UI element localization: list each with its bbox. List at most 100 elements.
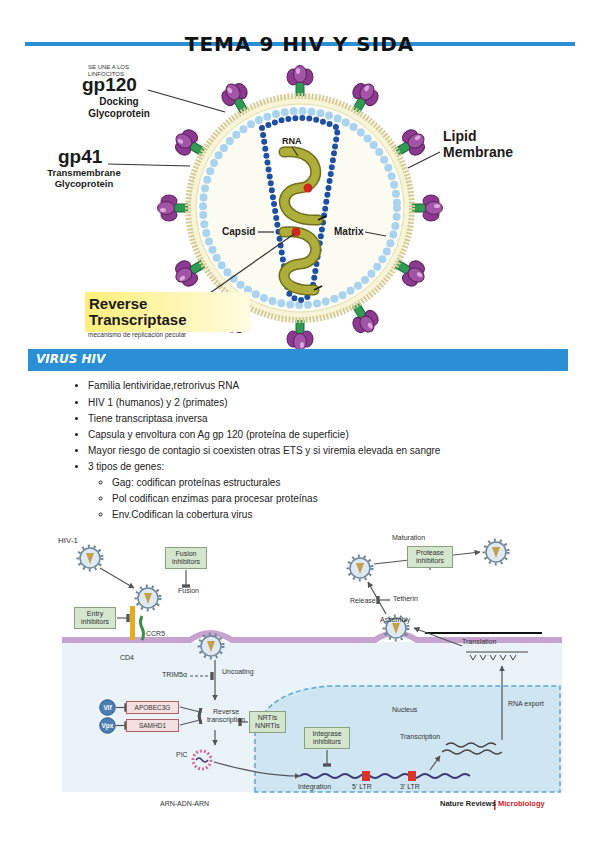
viral-protein-circle: Vif: [99, 699, 116, 716]
step-label: Transcription: [400, 733, 440, 741]
bullet-text: Pol codifican enzimas para procesar prot…: [112, 493, 318, 505]
nucleus: [255, 686, 560, 792]
step-arrow: [414, 628, 462, 646]
inhibitor-line: [117, 617, 128, 618]
part-label: Docking Glycoprotein: [86, 96, 152, 119]
node-text: Vif: [103, 704, 111, 711]
bullet-text: Capsula y envoltura con Ag gp 120 (prote…: [88, 429, 349, 441]
capsid-cone: [262, 118, 338, 300]
pic-dna: [196, 758, 208, 762]
node-text: VIRUS HIV: [36, 353, 105, 366]
step-arrow: [100, 568, 134, 588]
step-label: Release: [350, 597, 376, 605]
leader-line: [148, 90, 225, 112]
node-text: Entry inhibitors: [76, 610, 114, 625]
virion: [78, 546, 102, 570]
protein-chain: [470, 655, 516, 660]
bullet-text: Familia lentiviridae,retrorivus RNA: [88, 380, 239, 392]
lipid-membrane: [188, 96, 412, 320]
bullet-text: Tiene transcriptasa inversa: [88, 413, 208, 425]
reverse-transcriptase-dot: [304, 184, 313, 193]
bullet-text: Gag: codifican proteínas estructurales: [112, 477, 280, 489]
matrix-ring: [203, 111, 397, 305]
bullet-text: Mayor riesgo de contagio si coexisten ot…: [88, 445, 440, 457]
bullet-text: Env.Codifican la cobertura virus: [112, 509, 252, 521]
ccr5-receptor: [141, 616, 144, 640]
cd4-receptor: [130, 606, 135, 640]
inhibitor-line: [185, 570, 186, 586]
rna-transcript: [446, 743, 496, 747]
step-label: CCR5: [146, 630, 165, 638]
leader-line: [258, 231, 274, 232]
leader-line: [200, 234, 294, 300]
circle-outline: [100, 700, 116, 716]
step-arrow: [214, 660, 215, 700]
part-label: Capsid: [222, 226, 255, 238]
ltr-box: [362, 771, 370, 781]
inhibitor-box: Integrase inhibitors: [304, 727, 350, 749]
virion: [136, 586, 160, 610]
inhibitor-box: Entry inhibitors: [74, 607, 116, 629]
rna-strand: [284, 232, 316, 290]
restriction-factor-box: APOBEC3G: [126, 701, 179, 714]
step-label: Integration: [298, 783, 331, 791]
step-label: HIV-1: [58, 536, 78, 545]
viral-protein-circle: Vpx: [99, 717, 116, 734]
highlight-box: Reverse Transcriptase: [85, 292, 250, 332]
node-text: Protease inhibitors: [409, 549, 451, 564]
node-text: Reverse Transcriptase: [89, 296, 204, 329]
restriction-factor-box: SAMHD1: [126, 719, 179, 732]
rna-strand: [284, 152, 318, 220]
part-label: Lipid Membrane: [443, 128, 523, 160]
rna-end: [314, 286, 322, 290]
node-text: Integrase inhibitors: [306, 730, 348, 745]
mrna-line: [466, 652, 528, 653]
part-label: gp120: [82, 74, 137, 96]
part-label: RNA: [282, 136, 302, 146]
part-label: Transmembrane Glycoprotein: [34, 168, 134, 190]
step-label: Assembly: [380, 616, 410, 624]
inhibitor-box: Protease inhibitors: [407, 546, 453, 568]
step-arrow: [501, 666, 502, 740]
rule-line: [425, 632, 542, 634]
inhibitor-line: [180, 707, 200, 712]
ltr-box: [408, 771, 416, 781]
inhibitor-box: Fusion inhibitors: [165, 547, 207, 569]
envelope-inner: [196, 104, 404, 312]
step-label: PIC: [176, 751, 188, 759]
inhibitor-line: [190, 675, 212, 676]
inhibitor-line: [180, 720, 200, 725]
node-text: APOBEC3G: [135, 704, 171, 711]
part-label: gp41: [58, 146, 102, 168]
bullet-text: 3 tipos de genes:: [88, 461, 164, 473]
step-label: Translation: [462, 638, 496, 646]
inhibitor-line: [326, 750, 327, 765]
leader-line: [365, 232, 386, 236]
leader-line: [108, 164, 190, 166]
step-label: TRIM5α: [162, 671, 187, 679]
node-text: NRTIs NNRTIs: [251, 714, 284, 729]
source-label: Microbiology: [498, 800, 545, 809]
step-label: Uncoating: [222, 668, 254, 676]
step-label: RNA export: [508, 700, 544, 708]
node-text: Fusion inhibitors: [167, 550, 205, 565]
note-text: mecanismo de replicación pecular: [88, 331, 186, 338]
circle-outline: [100, 718, 116, 734]
step-label: 5' LTR: [352, 783, 372, 791]
integrated-dna: [300, 774, 470, 778]
bullet-text: HIV 1 (humanos) y 2 (primates): [88, 397, 228, 409]
virion: [348, 556, 372, 580]
step-label: Nucleus: [392, 706, 417, 714]
step-label: Reverse transcription: [203, 708, 249, 724]
step-arrow: [430, 756, 440, 770]
inhibitor-line: [378, 599, 390, 600]
note-text: ARN-ADN-ARN: [160, 800, 209, 808]
leader-line: [292, 147, 298, 156]
page-title: TEMA 9 HIV Y SIDA: [0, 32, 599, 56]
step-label: 3' LTR: [400, 783, 420, 791]
cytoplasm: [62, 642, 562, 792]
part-label: Matrix: [334, 226, 363, 238]
step-arrow: [214, 730, 215, 745]
step-label: Maturation: [392, 534, 425, 542]
